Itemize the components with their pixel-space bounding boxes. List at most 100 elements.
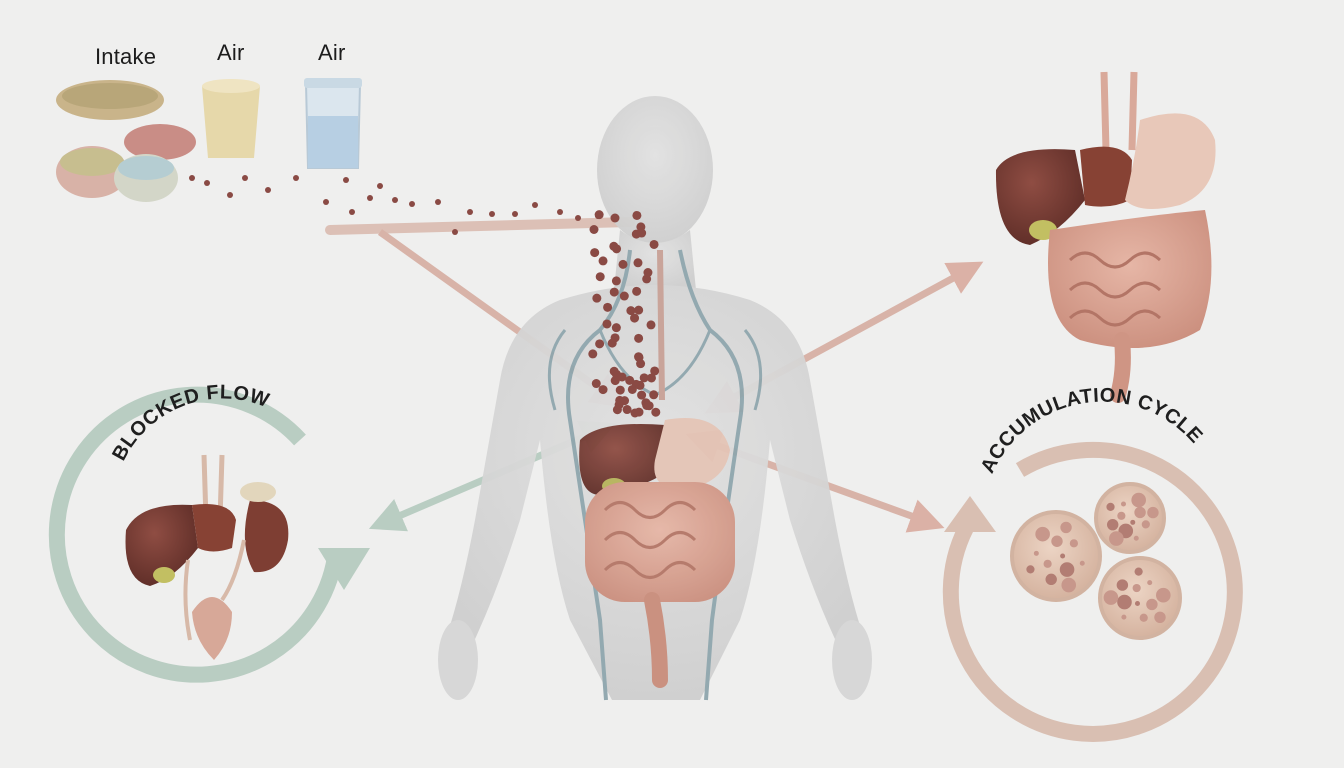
deposit-dot	[1060, 521, 1072, 534]
deposit-dot	[1109, 531, 1124, 546]
particle	[377, 183, 383, 189]
particle	[349, 209, 355, 215]
accumulation-cycle-ring: ACCUMULATION CYCLE	[942, 385, 1243, 742]
cup-body	[202, 86, 260, 158]
neck	[614, 230, 696, 290]
intestine-coils	[1068, 251, 1162, 327]
particle	[644, 401, 654, 411]
particle	[595, 339, 605, 349]
particle	[632, 210, 642, 220]
deposit-dot	[1139, 613, 1148, 622]
particle	[589, 224, 599, 234]
deposit-dot	[1120, 501, 1126, 507]
particle	[642, 274, 652, 284]
ring-liver-lobe	[192, 504, 236, 552]
water-glass	[304, 78, 362, 169]
particle	[603, 302, 613, 312]
deposit-dot	[1026, 565, 1035, 574]
deposit-dot	[1035, 526, 1050, 542]
deposit-dot	[1106, 502, 1115, 511]
particle	[611, 276, 621, 286]
deposit-dot	[1154, 611, 1166, 623]
particle	[575, 215, 581, 221]
deposit-dot	[1079, 560, 1085, 566]
particle	[634, 407, 644, 417]
blocked-flow-label: BLOCKED FLOW	[108, 381, 272, 464]
glass-water	[308, 116, 358, 168]
particle	[367, 195, 373, 201]
deposit-dot	[1131, 492, 1146, 508]
particle	[637, 228, 647, 238]
particle	[590, 248, 600, 258]
deposit-dot	[1132, 583, 1141, 593]
esophagus-tubes	[1100, 71, 1138, 151]
particle	[602, 319, 612, 329]
deposit-dot	[1059, 562, 1075, 577]
particle	[637, 390, 647, 400]
deposit-dot	[1103, 590, 1119, 605]
particle	[615, 395, 625, 405]
body-rectum	[644, 592, 668, 688]
particle	[591, 379, 601, 389]
deposit-dot	[1061, 577, 1077, 593]
rectum	[1110, 332, 1131, 403]
particle	[632, 286, 642, 296]
particle	[293, 175, 299, 181]
particle	[489, 211, 495, 217]
particle	[435, 199, 441, 205]
particle	[265, 187, 271, 193]
deposit-dot	[1130, 519, 1136, 525]
particle	[392, 197, 398, 203]
deposit-dot	[1117, 511, 1126, 520]
body-stomach	[654, 418, 730, 490]
cells	[1010, 482, 1182, 640]
particle	[610, 213, 620, 223]
ring-gallbladder	[153, 567, 175, 583]
pink-ring-arc	[942, 441, 1243, 742]
particle	[626, 306, 636, 316]
lung-outlines	[547, 329, 763, 411]
particle	[609, 366, 619, 376]
deposit-dot	[1156, 587, 1171, 603]
glass-rim	[304, 78, 362, 88]
particle	[622, 405, 632, 415]
intake-foods	[56, 80, 196, 202]
particle	[649, 390, 659, 400]
ring-bladder	[192, 597, 232, 660]
particle	[639, 373, 649, 383]
bowl-red	[124, 124, 196, 160]
deposit-dot	[1141, 520, 1150, 529]
particle	[532, 202, 538, 208]
deposit-dot	[1116, 579, 1129, 591]
particle	[452, 229, 458, 235]
particle	[227, 192, 233, 198]
particle	[634, 305, 644, 315]
particle	[650, 366, 660, 376]
particle	[646, 320, 656, 330]
left-hand	[438, 620, 478, 700]
bowl-top-inner	[62, 83, 158, 109]
deposit-dot	[1033, 550, 1039, 556]
deposit-dot	[1106, 518, 1119, 531]
particle	[343, 177, 349, 183]
cell-deposits	[1026, 492, 1171, 623]
particle-stream	[189, 175, 661, 418]
intake-stream-line	[325, 217, 635, 235]
deposit-dot	[1134, 567, 1143, 576]
particle	[557, 209, 563, 215]
particle	[323, 199, 329, 205]
particle	[630, 313, 640, 323]
ring-ureters	[183, 539, 246, 641]
particle	[467, 209, 473, 215]
particle	[625, 375, 635, 385]
ring-liver	[125, 504, 198, 586]
particle	[612, 405, 622, 415]
head	[597, 96, 713, 244]
bowl-pink-inner	[60, 148, 124, 176]
particle	[598, 256, 608, 266]
cup-rim	[202, 79, 260, 93]
particle	[242, 175, 248, 181]
air-label-cup: Air	[217, 40, 245, 65]
bowl-blue-inner	[118, 156, 174, 180]
